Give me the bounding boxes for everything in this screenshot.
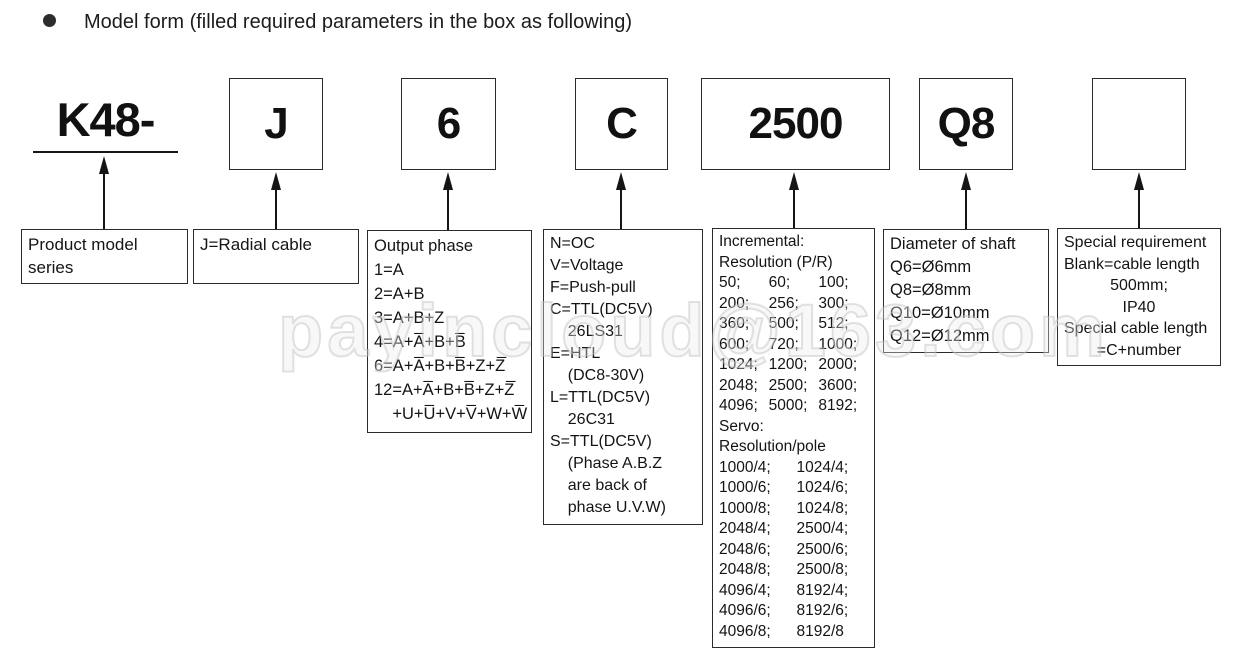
servo-resolution-table: 1000/4;1024/4;1000/6;1024/6;1000/8;1024/…	[719, 458, 849, 640]
arrow-up-icon	[99, 156, 110, 229]
model-box-output-phase: 6	[401, 78, 496, 170]
incremental-resolution-table: 50;60;100;200;256;300;360;500;512;600;72…	[719, 274, 858, 414]
resolution-servo-title: Servo:	[719, 417, 764, 435]
legend-box-resolution: Incremental: Resolution (P/R) 50;60;100;…	[712, 228, 875, 648]
arrow-up-icon	[616, 172, 627, 229]
resolution-incremental-title: Incremental:	[719, 233, 805, 250]
resolution-servo-subtitle: Resolution/pole	[719, 438, 826, 455]
series-underline	[33, 151, 178, 153]
page-title: Model form (filled required parameters i…	[84, 11, 633, 33]
model-box-special	[1092, 78, 1186, 170]
arrow-up-icon	[789, 172, 800, 228]
model-box-resolution: 2500	[701, 78, 890, 170]
arrow-up-icon	[443, 172, 454, 230]
model-box-output-signal: C	[575, 78, 668, 170]
model-box-cable: J	[229, 78, 323, 170]
bullet-icon	[43, 14, 56, 27]
resolution-incremental-subtitle: Resolution (P/R)	[719, 253, 833, 271]
arrow-up-icon	[1134, 172, 1145, 228]
model-box-shaft: Q8	[919, 78, 1013, 170]
arrow-up-icon	[961, 172, 972, 229]
arrow-up-icon	[271, 172, 282, 229]
model-series-code: K48-	[56, 93, 156, 146]
legend-box-cable: J=Radial cable	[193, 229, 359, 284]
